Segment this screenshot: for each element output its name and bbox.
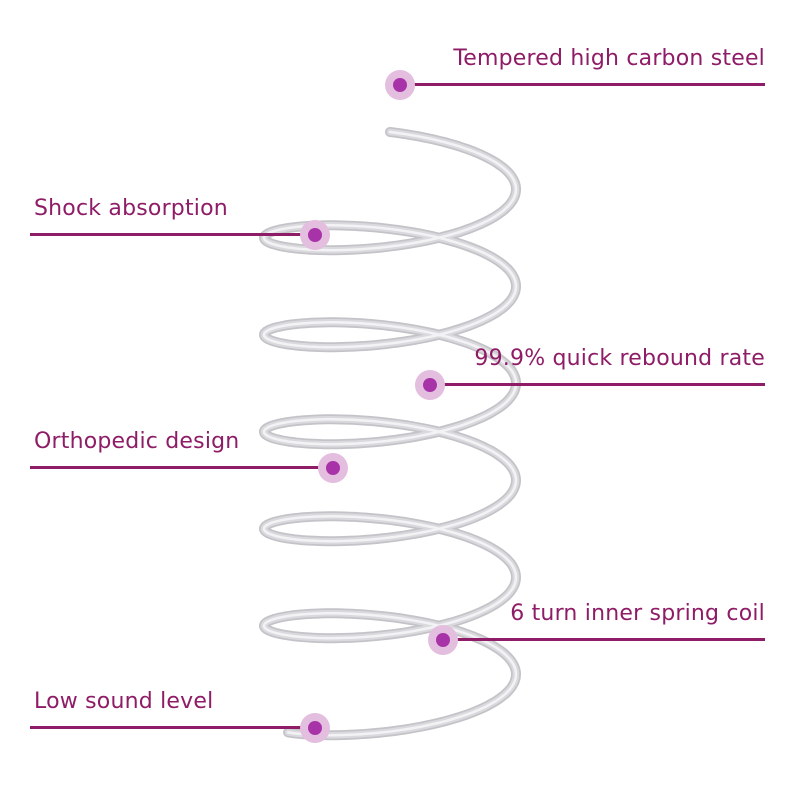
callout-low-sound-level-label: Low sound level xyxy=(34,689,214,714)
dot-core xyxy=(308,721,322,735)
callout-rebound-rate-dot xyxy=(415,370,445,400)
callout-six-turn-coil-label: 6 turn inner spring coil xyxy=(510,601,765,626)
callout-shock-absorption-line xyxy=(30,233,315,236)
callout-low-sound-level-line xyxy=(30,726,315,729)
callout-low-sound-level-dot xyxy=(300,713,330,743)
callout-rebound-rate-label: 99.9% quick rebound rate xyxy=(474,346,765,371)
dot-core xyxy=(436,633,450,647)
callout-shock-absorption-label: Shock absorption xyxy=(34,196,228,221)
callout-shock-absorption-dot xyxy=(300,220,330,250)
callout-tempered-steel-label: Tempered high carbon steel xyxy=(453,46,765,71)
dot-core xyxy=(393,78,407,92)
callout-orthopedic-design-dot xyxy=(318,453,348,483)
callout-six-turn-coil-line xyxy=(443,638,765,641)
callout-low-sound-level: Low sound level xyxy=(30,689,330,743)
callout-orthopedic-design: Orthopedic design xyxy=(30,429,348,483)
callout-orthopedic-design-line xyxy=(30,466,333,469)
callout-rebound-rate: 99.9% quick rebound rate xyxy=(415,346,765,400)
callout-six-turn-coil: 6 turn inner spring coil xyxy=(428,601,765,655)
dot-core xyxy=(308,228,322,242)
spring-wire-highlight xyxy=(262,130,518,737)
callout-six-turn-coil-dot xyxy=(428,625,458,655)
dot-core xyxy=(326,461,340,475)
callout-tempered-steel: Tempered high carbon steel xyxy=(385,46,765,100)
callout-orthopedic-design-label: Orthopedic design xyxy=(34,429,240,454)
dot-core xyxy=(423,378,437,392)
callout-tempered-steel-line xyxy=(400,83,765,86)
callout-rebound-rate-line xyxy=(430,383,765,386)
callout-shock-absorption: Shock absorption xyxy=(30,196,330,250)
callout-tempered-steel-dot xyxy=(385,70,415,100)
